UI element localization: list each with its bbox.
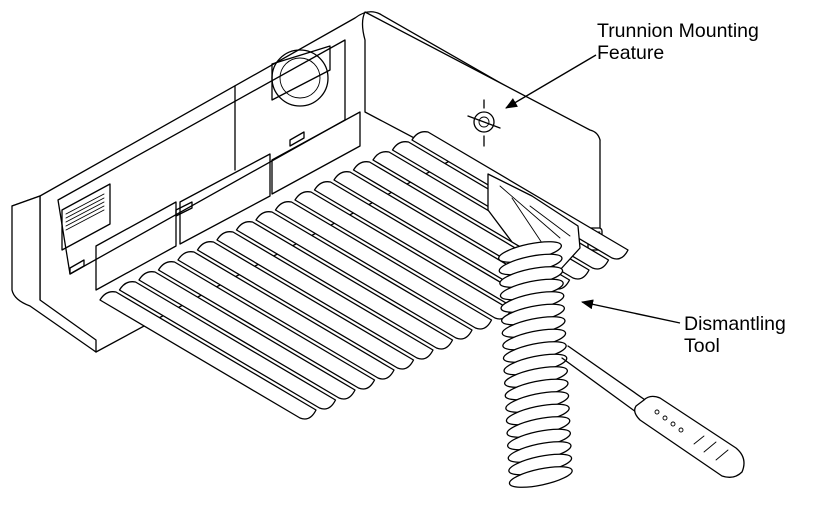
trunnion-mount	[467, 99, 501, 147]
trunnion-leader-arrow	[505, 54, 597, 109]
callout-trunnion-mounting-feature: Trunnion Mounting Feature	[597, 20, 759, 64]
dismantling-tool	[487, 173, 745, 488]
heat-sink-fin	[99, 291, 317, 420]
heat-sink-fin	[274, 201, 493, 330]
grip-coil-ring	[508, 466, 573, 488]
unit-housing	[11, 11, 603, 353]
callout-tool-line2: Tool	[684, 335, 720, 357]
callout-trunnion-line2: Feature	[597, 42, 665, 64]
heat-sink-fin	[196, 241, 415, 370]
callout-dismantling-tool: Dismantling Tool	[684, 313, 786, 357]
tool-leader-arrow	[581, 299, 681, 324]
callout-trunnion-line1: Trunnion Mounting	[597, 20, 759, 42]
heat-sink-fin	[138, 271, 356, 400]
heat-sink-fin	[157, 261, 376, 390]
heat-sink-fin	[118, 281, 337, 410]
coiled-grip	[498, 241, 573, 488]
heat-sink-fin	[255, 211, 473, 340]
callout-tool-line1: Dismantling	[684, 313, 786, 335]
heat-sink-fin	[235, 221, 454, 350]
heat-sink-fin	[216, 231, 434, 360]
heat-sink-fin	[177, 251, 395, 380]
